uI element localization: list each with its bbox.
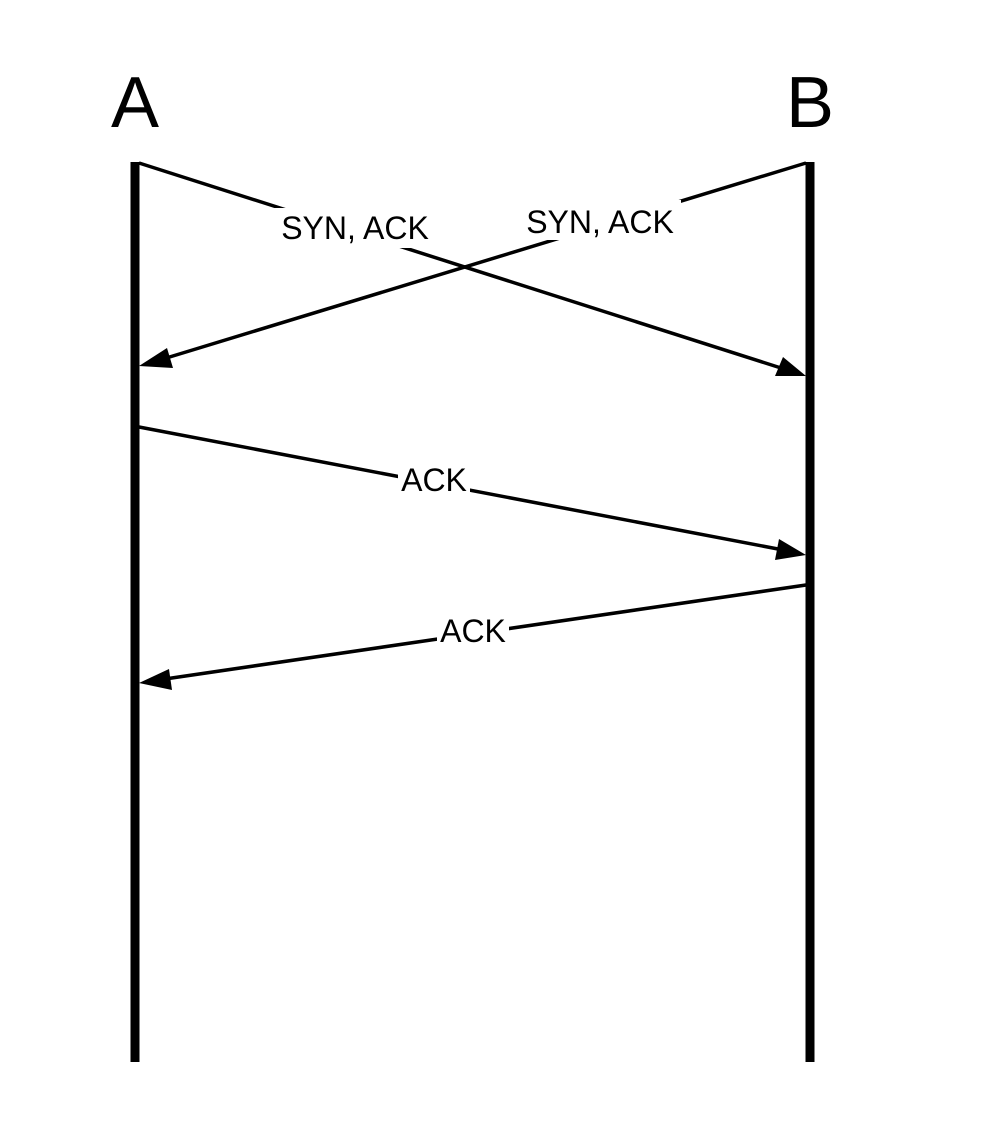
participant-a-label: A bbox=[111, 63, 159, 143]
message-1: SYN, ACK bbox=[138, 161, 806, 376]
message-2: SYN, ACK bbox=[139, 161, 807, 368]
message-1-line bbox=[138, 161, 782, 370]
message-2-line bbox=[162, 161, 807, 361]
message-4-label-bg bbox=[437, 610, 509, 648]
message-2-arrowhead bbox=[139, 348, 173, 368]
message-2-label-bg bbox=[519, 200, 681, 240]
message-4-label: ACK bbox=[440, 613, 506, 649]
message-3-arrowhead bbox=[775, 539, 806, 560]
message-2-label: SYN, ACK bbox=[526, 204, 674, 240]
message-1-arrowhead bbox=[775, 357, 806, 376]
message-4: ACK bbox=[139, 583, 807, 690]
message-3-label-bg bbox=[398, 460, 470, 498]
message-4-arrowhead bbox=[139, 669, 172, 690]
message-1-label-bg bbox=[274, 208, 436, 248]
message-3-label: ACK bbox=[401, 462, 467, 498]
message-3: ACK bbox=[138, 425, 806, 560]
participant-b-label: B bbox=[786, 63, 834, 143]
message-1-label: SYN, ACK bbox=[281, 210, 429, 246]
